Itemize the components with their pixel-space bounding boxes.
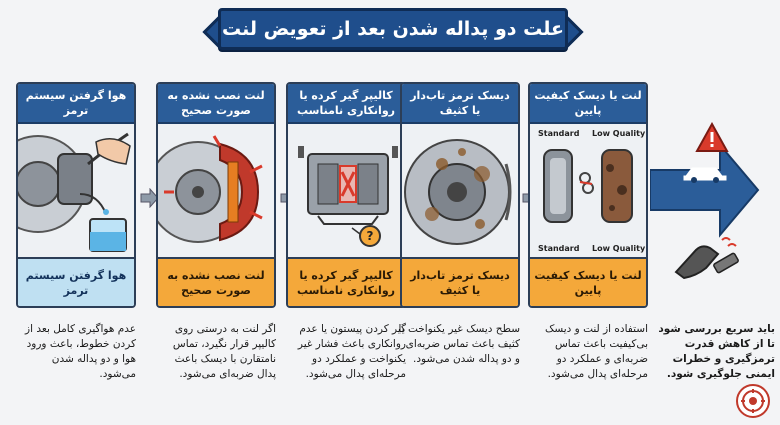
page-title-text: علت دو پداله شدن بعد از تعویض لنت [222, 18, 564, 40]
card-header: دیسک ترمز تاب‌دار یا کثیف [402, 84, 518, 124]
card-quality: لنت یا دیسک کیفیت پایین Standard Low Qua… [528, 82, 648, 308]
card-footer: هوا گرفتن سیستم ترمز [18, 257, 134, 306]
card-pad-installation: لنت نصب نشده به صورت صحیح لنت نصب نشده ب… [156, 82, 276, 308]
card-header: کالیپر گیر کرده یا روانکاری نامناسب [288, 84, 404, 124]
standard-label: Standard [538, 244, 580, 253]
card-caliper: کالیپر گیر کرده یا روانکاری نامناسب ? کا… [286, 82, 406, 308]
card-header: لنت یا دیسک کیفیت پایین [530, 84, 646, 124]
card-header: لنت نصب نشده به صورت صحیح [158, 84, 274, 124]
big-arrow-right-icon [649, 140, 760, 240]
warped-disc-illustration [402, 124, 518, 259]
car-icon [682, 162, 728, 184]
description-text: سطح دیسک غیر یکنواخت یا کثیف باعث تماس ض… [398, 323, 520, 365]
brand-logo [736, 384, 770, 418]
brake-pedal-foot-icon [666, 232, 742, 282]
caliper-illustration: ? [288, 124, 404, 259]
low-quality-label: Low Quality [592, 129, 646, 138]
warning-icon [695, 121, 729, 154]
pad-installation-illustration [158, 124, 274, 259]
low-quality-label: Low Quality [592, 244, 646, 253]
description-text: گیر کردن پیستون یا عدم روانکاری باعث فشا… [297, 323, 406, 380]
description-text: عدم هواگیری کامل بعد از کردن خطوط، باعث … [25, 323, 136, 380]
final-note: باید سریع بررسی شود تا از کاهش قدرت ترمز… [658, 323, 775, 380]
card-footer: لنت نصب نشده به صورت صحیح [158, 257, 274, 306]
card-footer: لنت یا دیسک کیفیت پایین [530, 257, 646, 306]
arrow-right-icon [139, 187, 159, 209]
card-disc: دیسک ترمز تاب‌دار یا کثیف دیسک ترمز تاب‌… [400, 82, 520, 308]
brake-bleeding-illustration [18, 124, 134, 259]
quality-comparison-illustration: Standard Low Quality Standard Low Qualit… [530, 124, 646, 259]
svg-text:?: ? [367, 229, 374, 243]
card-footer: کالیپر گیر کرده یا روانکاری نامناسب [288, 257, 404, 306]
page-title: علت دو پداله شدن بعد از تعویض لنت [218, 8, 568, 50]
standard-label: Standard [538, 129, 580, 138]
description-text: اگر لنت به درستی روی کالیپر قرار نگیرد، … [172, 323, 276, 380]
card-footer: دیسک ترمز تاب‌دار یا کثیف [402, 257, 518, 306]
card-header: هوا گرفتن سیستم ترمز [18, 84, 134, 124]
description-text: استفاده از لنت و دیسک بی‌کیفیت باعث تماس… [544, 323, 648, 380]
card-bleeding: هوا گرفتن سیستم ترمز هوا گرفتن سیستم ترم… [16, 82, 136, 308]
